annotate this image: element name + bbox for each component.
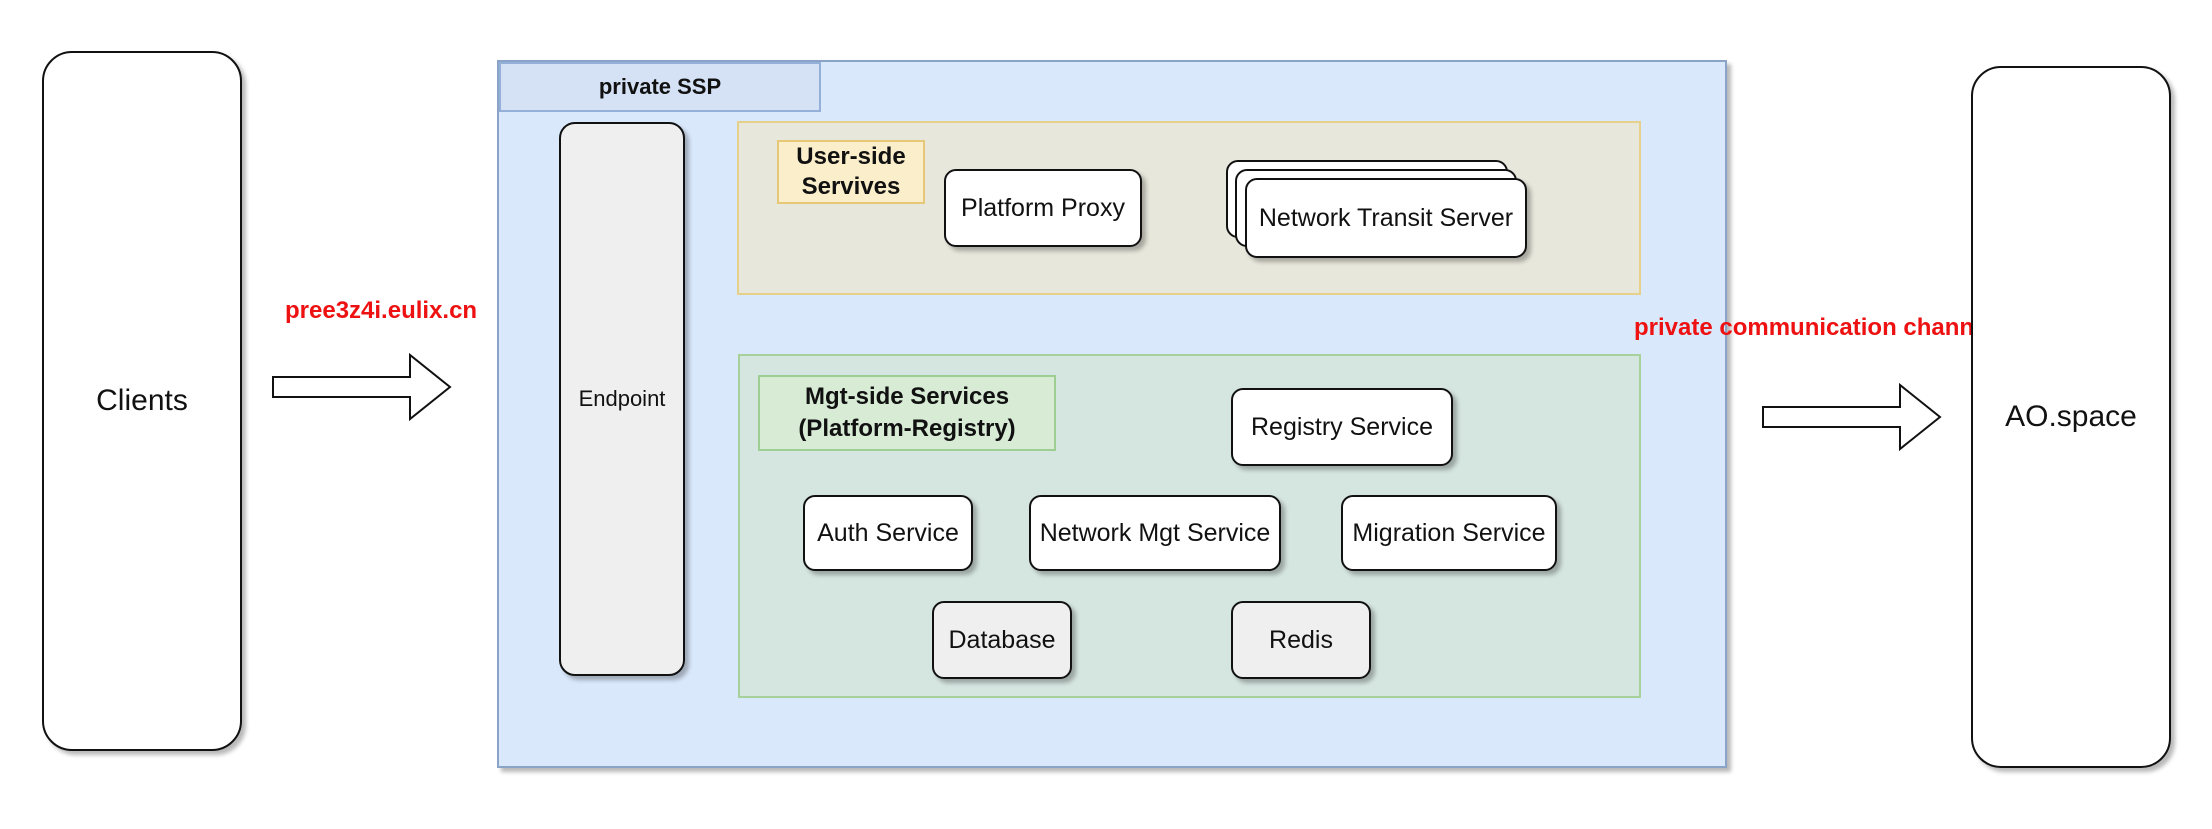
- user-side-title-line2: Servives: [801, 173, 901, 200]
- network-transit-server-label: Network Transit Server: [1258, 203, 1514, 232]
- database-label: Database: [948, 625, 1056, 654]
- right-arrow-icon: [1762, 382, 1942, 452]
- registry-service-box: Registry Service: [1231, 388, 1453, 466]
- aospace-label: AO.space: [2005, 400, 2137, 433]
- user-side-title: User-side Servives: [777, 140, 925, 204]
- redis-box: Redis: [1231, 601, 1371, 679]
- aospace-box: AO.space: [1971, 66, 2171, 768]
- migration-service-label: Migration Service: [1352, 518, 1546, 547]
- platform-proxy-box: Platform Proxy: [944, 169, 1142, 247]
- auth-service-label: Auth Service: [817, 518, 959, 547]
- right-arrow-icon: [272, 352, 452, 422]
- user-side-title-line1: User-side: [796, 143, 906, 170]
- network-mgt-service-box: Network Mgt Service: [1029, 495, 1281, 571]
- network-mgt-service-label: Network Mgt Service: [1039, 518, 1271, 547]
- clients-box: Clients: [42, 51, 242, 751]
- clients-label: Clients: [96, 384, 188, 417]
- mgt-side-title-line2: (Platform-Registry): [798, 415, 1016, 442]
- private-channel-label: private communication channel: [1634, 314, 1995, 341]
- mgt-side-title: Mgt-side Services (Platform-Registry): [758, 375, 1056, 451]
- endpoint-label: Endpoint: [578, 386, 666, 411]
- domain-label: pree3z4i.eulix.cn: [285, 297, 478, 324]
- private-ssp-title: private SSP: [499, 62, 821, 112]
- database-box: Database: [932, 601, 1072, 679]
- platform-proxy-label: Platform Proxy: [961, 193, 1125, 222]
- network-transit-server-box: Network Transit Server: [1245, 178, 1527, 258]
- endpoint-box: Endpoint: [559, 122, 685, 676]
- auth-service-box: Auth Service: [803, 495, 973, 571]
- registry-service-label: Registry Service: [1251, 412, 1433, 441]
- redis-label: Redis: [1269, 625, 1333, 654]
- migration-service-box: Migration Service: [1341, 495, 1557, 571]
- mgt-side-title-line1: Mgt-side Services: [804, 383, 1010, 410]
